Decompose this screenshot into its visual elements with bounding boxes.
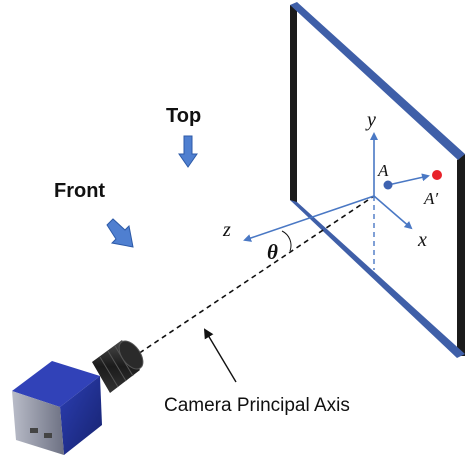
diagonal-arrow-icon [106, 218, 134, 248]
z-axis [243, 195, 375, 242]
a-to-a-prime-arrow [387, 173, 430, 186]
frame-right-edge [457, 154, 465, 356]
y-axis-label: y [365, 109, 376, 131]
top-view-label: Top [166, 105, 201, 127]
projection-plane-frame [290, 2, 465, 358]
camera-lens [92, 340, 144, 393]
point-a-prime-label: A′ [423, 189, 438, 208]
coordinate-axes [243, 132, 430, 242]
z-axis-label: z [222, 219, 231, 241]
principal-axis-label: Camera Principal Axis [164, 395, 350, 416]
theta-label: θ [267, 240, 278, 264]
x-axis [373, 195, 413, 230]
camera-body-front [12, 391, 64, 455]
frame-left-edge [290, 5, 297, 206]
frame-bottom-edge [290, 200, 465, 358]
camera-icon [12, 340, 144, 455]
front-view-label: Front [54, 180, 105, 202]
principal-axis-line [131, 195, 375, 359]
camera-body-side [60, 376, 102, 455]
x-axis-label: x [417, 229, 427, 251]
camera-connector-2 [44, 433, 52, 438]
point-a-label: A [377, 161, 389, 180]
point-a [383, 180, 393, 190]
down-arrow-icon [178, 135, 198, 168]
point-a-prime [432, 170, 442, 180]
principal-axis-pointer [203, 328, 237, 383]
camera-connector [30, 428, 38, 433]
theta-angle-arc [281, 230, 292, 252]
camera-body-top [12, 361, 100, 407]
frame-top-edge [290, 2, 465, 160]
